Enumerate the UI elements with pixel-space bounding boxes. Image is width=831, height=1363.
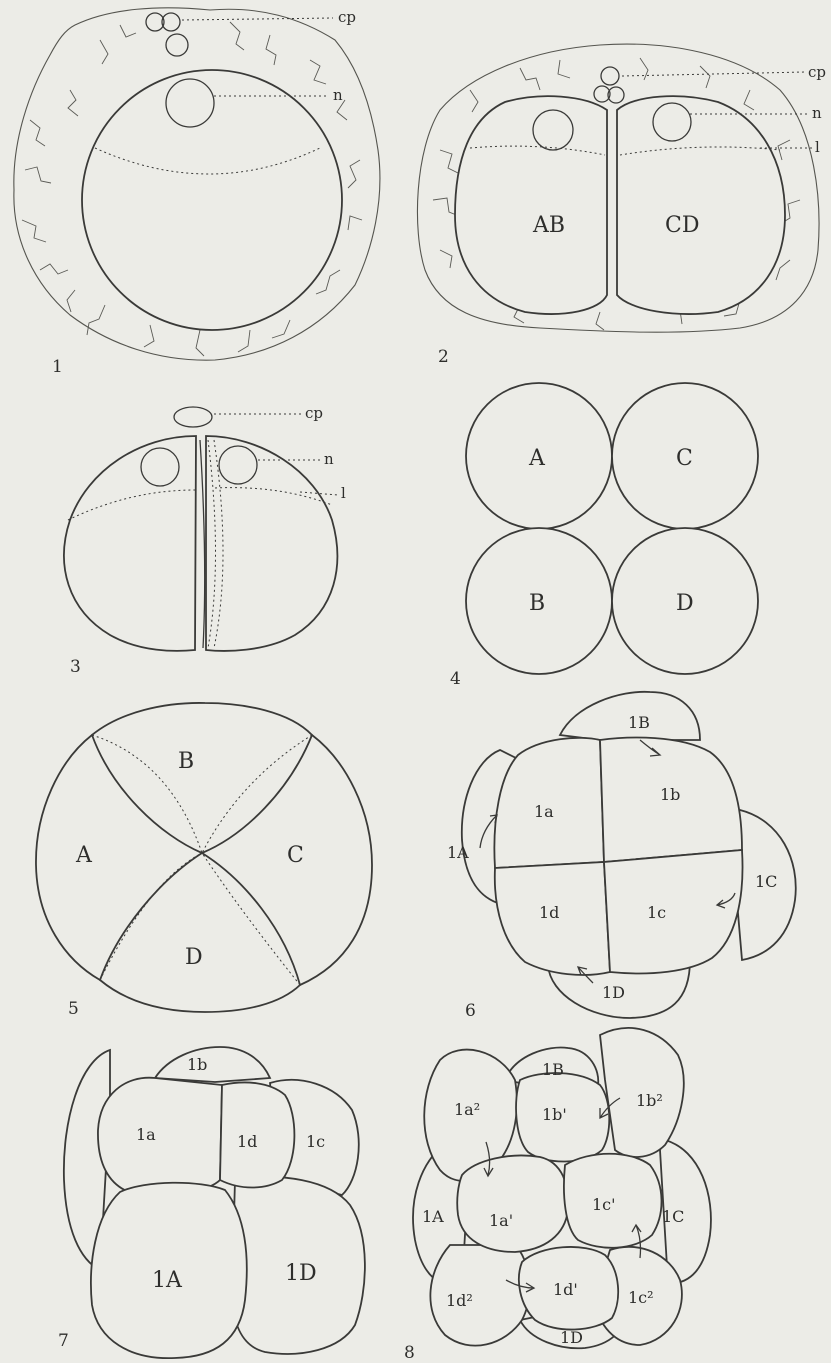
- fig7-label-1D: 1D: [285, 1261, 317, 1286]
- fig8-label-1a2: 1a²: [454, 1100, 480, 1119]
- fig2-label-ab: AB: [532, 213, 565, 238]
- fig8-label-1A: 1A: [422, 1207, 444, 1226]
- fig2-blastomere-ab: [455, 96, 607, 314]
- fig1-egg-cell: [82, 70, 342, 330]
- fig5-number: 5: [68, 999, 79, 1019]
- fig3-label-cp: cp: [305, 404, 323, 422]
- fig1-polar-body-3: [166, 34, 188, 56]
- fig2-label-l: l: [815, 138, 820, 156]
- figure-1: cp n 1: [14, 8, 380, 377]
- fig6-label-1D: 1D: [602, 983, 625, 1002]
- fig8-label-1c-prime: 1c': [592, 1195, 616, 1214]
- fig7-label-1d: 1d: [237, 1132, 257, 1151]
- fig5-label-b: B: [178, 749, 194, 774]
- fig7-label-1c: 1c: [306, 1132, 325, 1151]
- fig7-cell-1a: [98, 1078, 222, 1196]
- fig3-furrow-line: [200, 440, 205, 648]
- fig3-polar-body: [174, 407, 212, 427]
- fig4-label-d: D: [676, 591, 694, 616]
- fig8-label-1c2: 1c²: [628, 1288, 654, 1307]
- fig3-label-n: n: [324, 450, 334, 468]
- fig8-label-1d2: 1d²: [446, 1291, 473, 1310]
- fig8-label-1B: 1B: [542, 1060, 564, 1079]
- fig6-label-1C: 1C: [755, 872, 777, 891]
- fig3-label-l: l: [341, 484, 346, 502]
- fig6-label-1a: 1a: [534, 802, 554, 821]
- fig6-label-1b: 1b: [660, 785, 680, 804]
- fig2-polar-body-1: [601, 67, 619, 85]
- fig1-polar-body-2: [162, 13, 180, 31]
- fig7-cell-1b: [155, 1047, 270, 1082]
- figure-8: 1B 1a² 1b' 1b² 1A 1a' 1c' 1C 1d² 1d' 1c²…: [404, 1028, 711, 1363]
- fig8-label-1b-prime: 1b': [542, 1105, 567, 1124]
- fig5-label-a: A: [75, 843, 93, 868]
- fig2-label-n: n: [812, 104, 822, 122]
- fig1-polar-body-1: [146, 13, 164, 31]
- fig8-label-1a-prime: 1a': [489, 1211, 513, 1230]
- figure-2: cp n l AB CD 2: [417, 44, 826, 367]
- fig4-label-c: C: [676, 446, 693, 471]
- fig7-number: 7: [58, 1331, 69, 1351]
- fig6-label-1c: 1c: [647, 903, 666, 922]
- fig2-label-cd: CD: [665, 213, 699, 238]
- fig1-leader-cp: [182, 18, 333, 20]
- fig6-label-1d: 1d: [539, 903, 559, 922]
- fig1-label-cp: cp: [338, 8, 356, 26]
- fig6-label-1B: 1B: [628, 713, 650, 732]
- fig5-label-c: C: [287, 843, 304, 868]
- fig3-blastomere-right: [206, 436, 337, 651]
- fig7-label-1a: 1a: [136, 1125, 156, 1144]
- fig4-label-a: A: [528, 446, 546, 471]
- figure-4: A C B D 4: [450, 383, 758, 689]
- fig6-cell-1c: [604, 850, 743, 973]
- fig6-label-1A: 1A: [447, 843, 469, 862]
- fig7-label-1b: 1b: [187, 1055, 207, 1074]
- fig1-label-n: n: [333, 86, 343, 104]
- figure-3: cp n l 3: [64, 404, 346, 677]
- fig1-number: 1: [52, 357, 63, 377]
- fig8-cell-1a-prime: [457, 1156, 568, 1252]
- fig2-blastomere-cd: [617, 96, 785, 314]
- fig4-label-b: B: [529, 591, 545, 616]
- fig2-leader-cp: [622, 72, 805, 76]
- fig8-label-1d-prime: 1d': [553, 1280, 578, 1299]
- fig2-number: 2: [438, 347, 449, 367]
- fig8-label-1b2: 1b²: [636, 1091, 663, 1110]
- figure-7: 1b 1a 1d 1c 1A 1D 7: [58, 1047, 365, 1358]
- fig3-blastomere-left: [64, 436, 196, 651]
- fig2-label-cp: cp: [808, 63, 826, 81]
- fig4-number: 4: [450, 669, 461, 689]
- fig8-label-1D: 1D: [560, 1328, 583, 1347]
- fig8-label-1C: 1C: [662, 1207, 684, 1226]
- fig5-label-d: D: [185, 945, 203, 970]
- figure-6: 1B 1a 1b 1A 1C 1d 1c 1D 6: [447, 692, 796, 1021]
- fig8-number: 8: [404, 1343, 415, 1363]
- fig7-label-1A: 1A: [152, 1268, 183, 1293]
- fig3-number: 3: [70, 657, 81, 677]
- figure-5: B A C D 5: [36, 703, 372, 1019]
- fig6-number: 6: [465, 1001, 476, 1021]
